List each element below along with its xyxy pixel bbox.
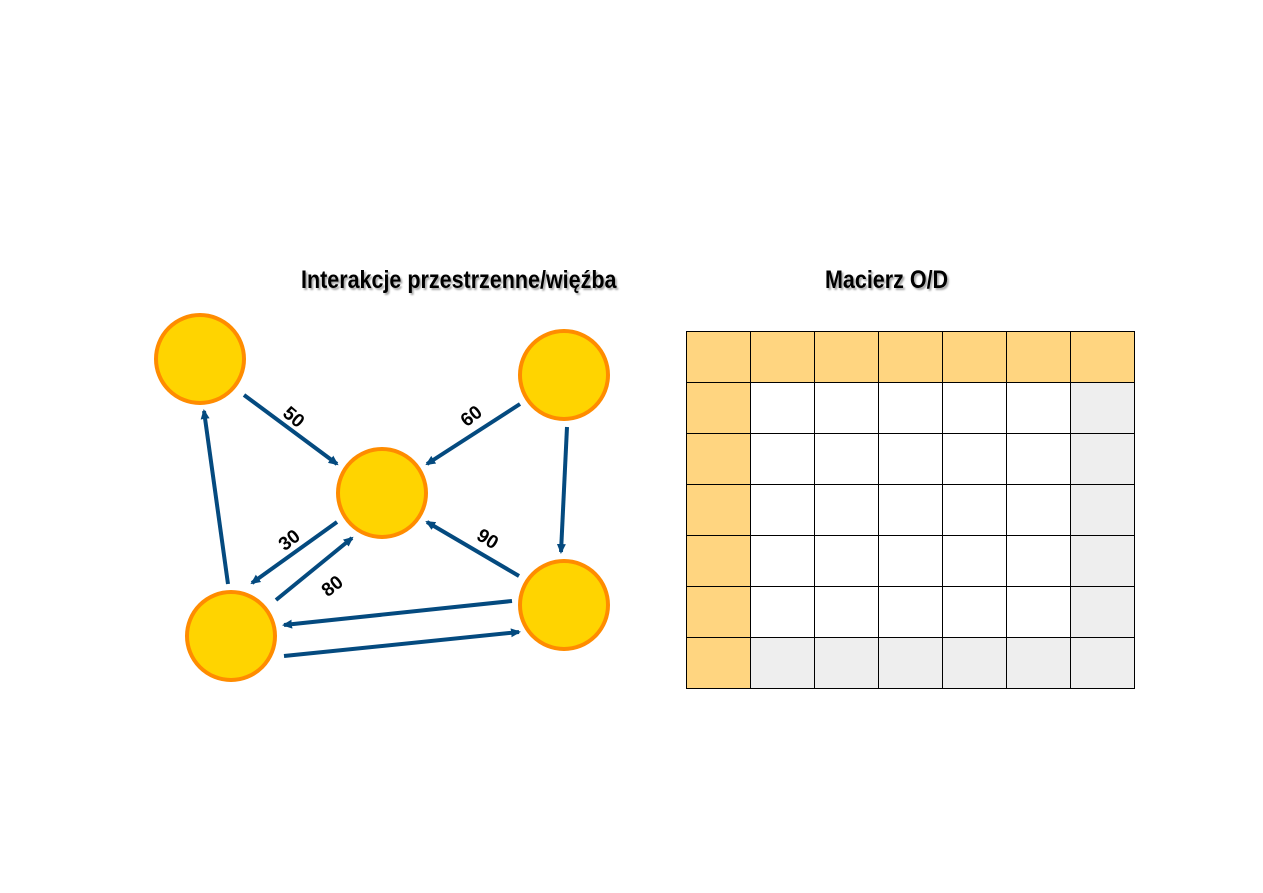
flow-label: 50 (278, 403, 308, 433)
node-top-left (154, 313, 246, 405)
od-origin-header-cell (686, 637, 751, 689)
od-cell (750, 535, 815, 587)
od-row (686, 637, 1135, 689)
od-origin-header-cell (686, 433, 751, 485)
od-cell (1006, 433, 1071, 485)
od-row (686, 433, 1135, 485)
od-row (686, 484, 1135, 536)
od-corner-cell (686, 331, 751, 383)
od-destination-header-cell (750, 331, 815, 383)
od-origin-header-cell (686, 586, 751, 638)
od-total-cell (1070, 586, 1135, 638)
flow-arrow-e-to-c (425, 520, 521, 578)
flow-arrow-c-to-d (250, 520, 339, 585)
od-cell (1006, 484, 1071, 536)
od-cell (750, 433, 815, 485)
od-total-cell (942, 637, 1007, 689)
node-bottom-right (518, 559, 610, 651)
od-total-cell (878, 637, 943, 689)
node-center (336, 447, 428, 539)
od-total-cell (1070, 433, 1135, 485)
nodes (154, 313, 610, 682)
od-cell (814, 382, 879, 434)
od-row (686, 586, 1135, 638)
od-header-row (686, 331, 1135, 383)
od-cell (1006, 535, 1071, 587)
od-cell (878, 484, 943, 536)
od-total-cell (814, 637, 879, 689)
flow-label: 80 (318, 572, 348, 602)
od-total-cell (1070, 637, 1135, 689)
od-origin-header-cell (686, 484, 751, 536)
flow-arrows (200, 393, 569, 658)
od-cell (878, 586, 943, 638)
od-total-cell (1070, 382, 1135, 434)
flow-arrow-d-to-a (200, 409, 230, 585)
od-destination-header-cell (942, 331, 1007, 383)
od-cell (750, 484, 815, 536)
od-cell (750, 586, 815, 638)
od-cell (942, 484, 1007, 536)
node-bottom-left (185, 590, 277, 682)
flow-arrow-b-to-e (556, 426, 569, 554)
matrix-title: Macierz O/D (825, 266, 949, 294)
od-cell (814, 586, 879, 638)
od-origin-header-cell (686, 382, 751, 434)
od-cell (942, 535, 1007, 587)
od-total-cell (1070, 535, 1135, 587)
od-destination-header-cell (814, 331, 879, 383)
od-matrix-table (686, 331, 1135, 689)
od-cell (1006, 586, 1071, 638)
od-row (686, 382, 1135, 434)
od-cell (942, 382, 1007, 434)
flow-arrow-d-to-c (274, 536, 354, 602)
od-cell (942, 586, 1007, 638)
od-destination-header-cell (1006, 331, 1071, 383)
od-cell (942, 433, 1007, 485)
flow-arrow-a-to-c (242, 393, 339, 466)
od-cell (750, 382, 815, 434)
flow-arrow-b-to-c (425, 402, 522, 466)
od-destination-header-cell (1070, 331, 1135, 383)
od-cell (878, 382, 943, 434)
od-cell (1006, 382, 1071, 434)
flow-arrow-e-to-d (282, 599, 513, 629)
node-top-right (518, 329, 610, 421)
od-destination-header-cell (878, 331, 943, 383)
od-cell (814, 535, 879, 587)
od-total-cell (1006, 637, 1071, 689)
od-origin-header-cell (686, 535, 751, 587)
od-row (686, 535, 1135, 587)
od-cell (814, 484, 879, 536)
od-total-cell (1070, 484, 1135, 536)
od-cell (814, 433, 879, 485)
od-total-cell (750, 637, 815, 689)
od-cell (878, 535, 943, 587)
diagram-title: Interakcje przestrzenne/więźba (301, 266, 617, 294)
od-cell (878, 433, 943, 485)
flow-arrow-d-to-e (283, 628, 521, 658)
